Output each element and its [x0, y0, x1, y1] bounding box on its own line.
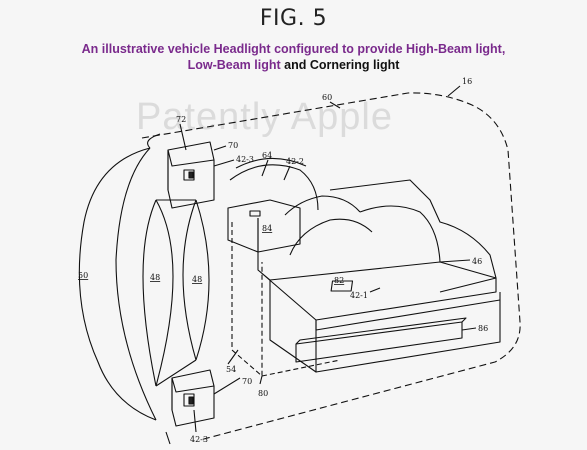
label-48-b: 48 — [192, 275, 202, 284]
figure-title: FIG. 5 — [259, 6, 328, 31]
lens-48-left — [142, 199, 157, 387]
lens-50 — [78, 147, 157, 421]
reflector-46 — [329, 179, 497, 293]
led-42-2 — [249, 210, 261, 217]
label-46: 46 — [472, 257, 482, 266]
label-42-1: 42-1 — [350, 291, 368, 300]
box-84 — [227, 199, 301, 253]
label-16: 16 — [462, 77, 472, 86]
label-48-a: 48 — [150, 273, 160, 282]
base-block-82 — [257, 218, 497, 321]
label-80: 80 — [258, 389, 268, 398]
led-42-1 — [330, 280, 354, 292]
label-50: 50 — [78, 271, 88, 280]
label-70-top: 70 — [228, 141, 238, 150]
figure-caption: An illustrative vehicle Headlight config… — [0, 41, 587, 73]
label-42-3-top: 42-3 — [236, 155, 254, 164]
label-64: 64 — [262, 151, 272, 160]
caption-line-2: Low-Beam light and Cornering light — [0, 57, 587, 73]
label-42-3-bottom: 42-3 — [190, 435, 208, 444]
caption-line-1: An illustrative vehicle Headlight config… — [81, 42, 506, 56]
caption-cornering: and Cornering light — [284, 58, 400, 72]
label-70-bottom: 70 — [242, 377, 252, 386]
label-82: 82 — [334, 276, 344, 285]
caption-low-beam: Low-Beam light — [187, 58, 281, 72]
label-72: 72 — [176, 115, 186, 124]
lens-48-right — [182, 199, 197, 361]
label-84: 84 — [262, 224, 272, 233]
bar-86 — [295, 321, 463, 363]
label-60: 60 — [322, 93, 332, 102]
label-42-2: 42-2 — [286, 157, 304, 166]
label-86: 86 — [478, 324, 488, 333]
inner-dashed-box — [231, 222, 341, 377]
label-54: 54 — [226, 365, 236, 374]
housing-outline — [141, 92, 521, 441]
